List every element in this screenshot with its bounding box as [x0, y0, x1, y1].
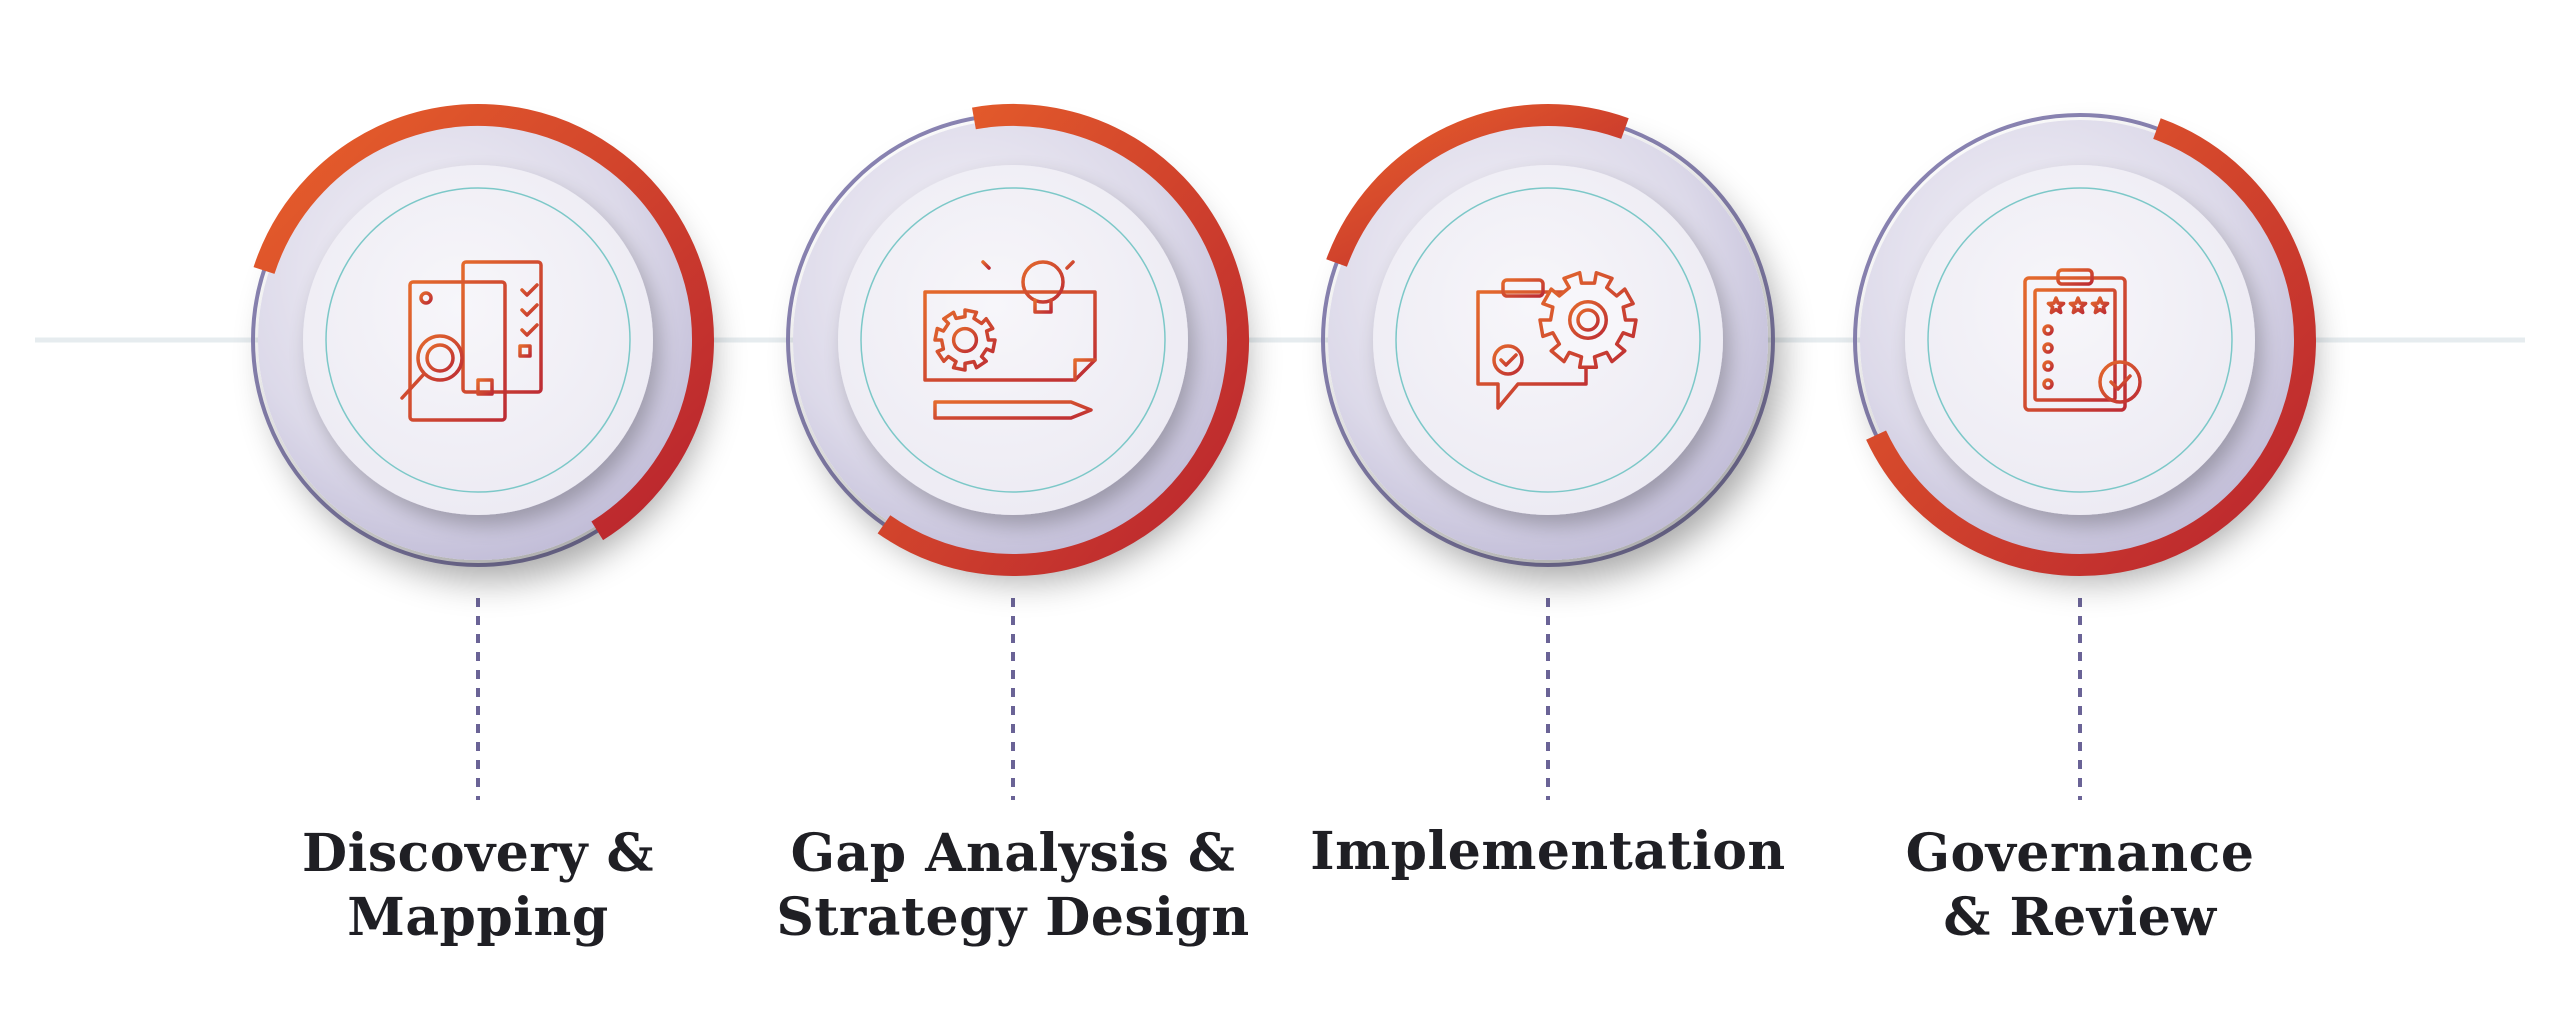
progress-arc	[1326, 104, 1629, 267]
inner-disc	[838, 165, 1188, 515]
step-title: Governance& Review	[1800, 822, 2360, 950]
step-1	[251, 104, 714, 800]
step-title-line: Gap Analysis &	[790, 823, 1236, 884]
document-analysis-icon	[400, 260, 543, 422]
step-title: Implementation	[1268, 820, 1828, 884]
strategy-design-icon	[923, 243, 1097, 420]
inner-teal-ring	[1927, 187, 2233, 493]
step-title-line: Mapping	[347, 887, 609, 948]
step-title-line: Governance	[1905, 823, 2255, 884]
inner-teal-ring	[860, 187, 1166, 493]
step-title: Discovery &Mapping	[198, 822, 758, 950]
step-title-line: Discovery &	[302, 823, 654, 884]
inner-disc	[303, 165, 653, 515]
inner-teal-ring	[1395, 187, 1701, 493]
inner-disc	[1373, 165, 1723, 515]
inner-disc	[1905, 165, 2255, 515]
implementation-gear-icon	[1476, 270, 1638, 410]
step-2	[786, 104, 1249, 800]
step-4	[1853, 113, 2316, 800]
inner-teal-ring	[325, 187, 631, 493]
review-checklist-icon	[2023, 268, 2142, 412]
step-title-line: & Review	[1943, 887, 2217, 948]
progress-arc	[877, 104, 1249, 576]
step-title-line: Implementation	[1310, 821, 1786, 882]
step-title-line: Strategy Design	[776, 887, 1250, 948]
step-3	[1321, 104, 1775, 800]
step-title: Gap Analysis &Strategy Design	[733, 822, 1293, 950]
progress-arc	[253, 104, 714, 541]
progress-arc	[1866, 118, 2316, 576]
